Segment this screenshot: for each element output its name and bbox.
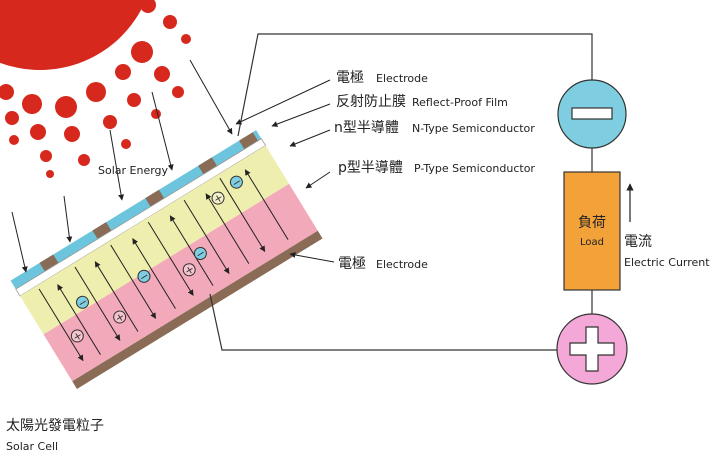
reflect-proof-label-zh: 反射防止膜 bbox=[336, 94, 406, 110]
electrode-bottom-label-zh: 電極 bbox=[338, 256, 366, 272]
plus-sign-icon bbox=[569, 326, 615, 372]
electrode-cap-strip bbox=[10, 130, 262, 290]
solar-cell-label-zh: 太陽光發電粒子 bbox=[6, 418, 104, 434]
ntype-label-en: N-Type Semiconductor bbox=[412, 122, 535, 135]
ntype-label-zh: n型半導體 bbox=[334, 120, 399, 136]
minus-sign-icon bbox=[571, 107, 613, 120]
load-label-zh: 負荷 bbox=[578, 215, 606, 231]
label-pointer-arrows bbox=[235, 79, 335, 263]
positive-terminal bbox=[556, 313, 628, 385]
hole-carrier: + bbox=[113, 309, 128, 325]
sun-graphic bbox=[0, 0, 191, 178]
current-label-zh: 電流 bbox=[624, 234, 652, 250]
negative-terminal bbox=[557, 79, 627, 149]
p-type-layer bbox=[43, 183, 318, 382]
electron-carrier: − bbox=[229, 175, 244, 191]
top-electrode-segments bbox=[39, 132, 258, 272]
solar-energy-label: Solar Energy bbox=[98, 164, 169, 177]
ptype-label-en: P-Type Semiconductor bbox=[414, 162, 535, 175]
bottom-electrode-layer bbox=[72, 230, 323, 389]
hole-carrier: + bbox=[70, 328, 85, 344]
hole-carrier: + bbox=[182, 262, 197, 278]
electron-carrier: − bbox=[137, 269, 152, 285]
load-box: 負荷 Load bbox=[563, 171, 621, 291]
load-label-en: Load bbox=[580, 237, 604, 248]
circuit-wires bbox=[209, 33, 593, 351]
electron-carrier: − bbox=[193, 246, 208, 262]
ptype-label-zh: p型半導體 bbox=[338, 160, 403, 176]
electrode-top-label-en: Electrode bbox=[376, 72, 428, 85]
solar-cell-panel: + + + + − − − − bbox=[10, 130, 323, 389]
charge-carriers: + + + + − − − − bbox=[70, 175, 244, 345]
sunlight-arrows bbox=[11, 59, 233, 273]
current-label-en: Electric Current bbox=[624, 256, 710, 269]
electrode-bottom-label-en: Electrode bbox=[376, 258, 428, 271]
carrier-arrows bbox=[38, 169, 289, 362]
reflect-proof-label-en: Reflect-Proof Film bbox=[412, 96, 508, 109]
hole-carrier: + bbox=[211, 191, 226, 207]
sun-body bbox=[0, 0, 146, 70]
sun-rays bbox=[0, 0, 191, 178]
electron-carrier: − bbox=[75, 295, 90, 311]
solar-cell-label-en: Solar Cell bbox=[6, 440, 58, 453]
electrode-top-label-zh: 電極 bbox=[336, 70, 364, 86]
